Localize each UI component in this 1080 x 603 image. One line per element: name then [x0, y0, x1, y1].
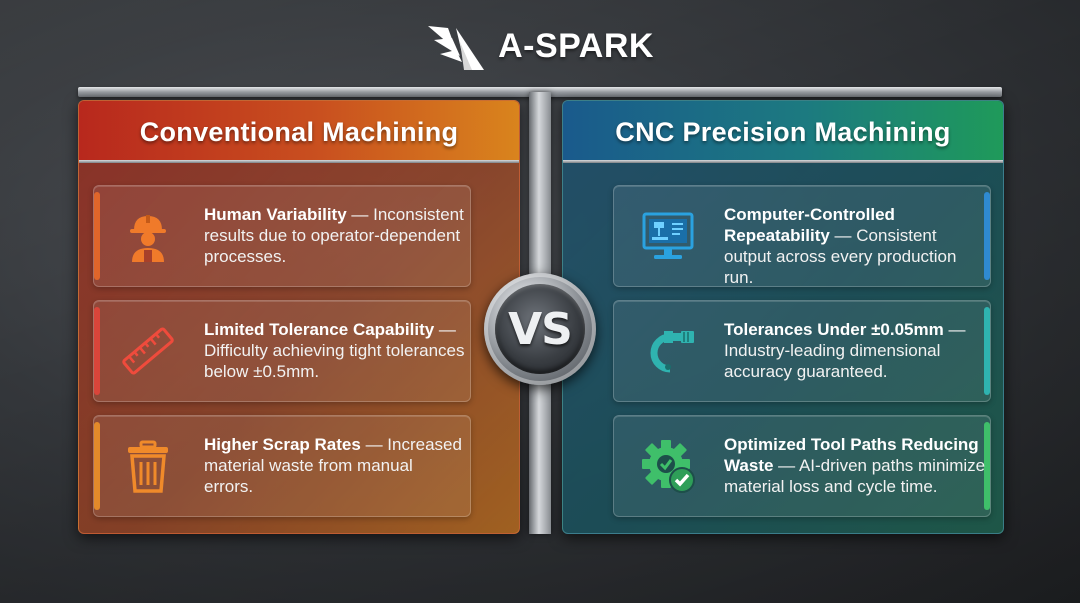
- panel-title: CNC Precision Machining: [615, 116, 951, 147]
- vs-badge-inner: VS: [495, 284, 585, 374]
- card-accent-edge: [984, 192, 990, 280]
- gear-check-icon: [642, 440, 695, 493]
- card-accent-edge: [94, 422, 100, 510]
- card-text: Limited Tolerance Capability — Difficult…: [204, 320, 465, 381]
- card-human-variability: Human Variability — Inconsistent results…: [93, 185, 471, 287]
- trash-bin-icon: [128, 440, 168, 493]
- micrometer-icon: [650, 331, 694, 373]
- card-text: Tolerances Under ±0.05mm — Industry-lead…: [724, 320, 966, 381]
- card-text: Optimized Tool Paths Reducing Waste — AI…: [724, 435, 986, 496]
- card-limited-tolerance: Limited Tolerance Capability — Difficult…: [93, 300, 471, 402]
- worker-hardhat-icon: [130, 215, 166, 262]
- card-tolerances: Tolerances Under ±0.05mm — Industry-lead…: [613, 300, 991, 402]
- cnc-header: CNC Precision Machining: [563, 101, 1003, 163]
- card-accent-edge: [984, 422, 990, 510]
- conventional-header: Conventional Machining: [79, 101, 519, 163]
- brand-name: A-SPARK: [498, 26, 654, 65]
- vs-badge: VS: [484, 273, 596, 385]
- card-scrap-rates: Higher Scrap Rates — Increased material …: [93, 415, 471, 517]
- conventional-panel: Conventional Machining Human Variability…: [78, 100, 520, 534]
- card-computer-controlled: Computer-Controlled Repeatability — Cons…: [613, 185, 991, 287]
- card-text: Higher Scrap Rates — Increased material …: [204, 435, 462, 496]
- eagle-logo-icon: [428, 26, 485, 70]
- card-optimized-paths: Optimized Tool Paths Reducing Waste — AI…: [613, 415, 991, 517]
- brand-header: A-SPARK: [0, 18, 1080, 74]
- vs-text: VS: [508, 303, 573, 355]
- card-accent-edge: [94, 307, 100, 395]
- computer-cnc-icon: [642, 212, 694, 259]
- panel-title: Conventional Machining: [139, 116, 459, 147]
- card-text: Computer-Controlled Repeatability — Cons…: [724, 205, 957, 287]
- card-accent-edge: [94, 192, 100, 280]
- card-accent-edge: [984, 307, 990, 395]
- card-text: Human Variability — Inconsistent results…: [204, 205, 464, 266]
- cnc-panel: CNC Precision Machining Computer-Control…: [562, 100, 1004, 534]
- ruler-icon: [122, 327, 174, 375]
